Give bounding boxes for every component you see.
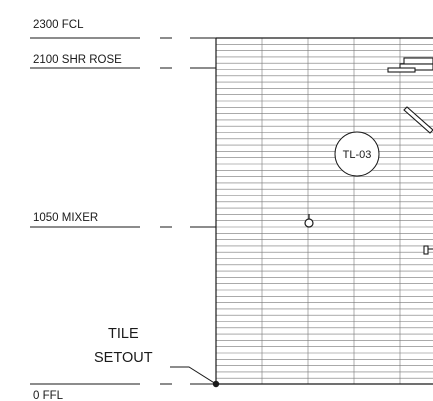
mixer-icon [304, 214, 314, 228]
tile-setout-label-line2: SETOUT [94, 350, 153, 366]
level-label-fcl: 2300 FCL [33, 19, 84, 31]
level-lines [30, 37, 216, 385]
wall-outline [215, 37, 433, 385]
level-label-ffl: 0 FFL [33, 390, 64, 401]
level-label-shower-rose: 2100 SHR ROSE [33, 54, 122, 66]
level-label-mixer: 1050 MIXER [33, 212, 98, 224]
tile-tag-text: TL-03 [343, 149, 372, 161]
tile-tag: TL-03 [334, 131, 380, 177]
tile-setout-leader [170, 366, 217, 385]
tile-setout-label-line1: TILE [108, 326, 139, 342]
tile-setout-point [212, 380, 220, 388]
shower-arm-icon [403, 106, 433, 134]
shower-head-icon [387, 57, 433, 73]
outlet-fitting-icon [423, 245, 433, 255]
tile-grid [216, 38, 433, 384]
